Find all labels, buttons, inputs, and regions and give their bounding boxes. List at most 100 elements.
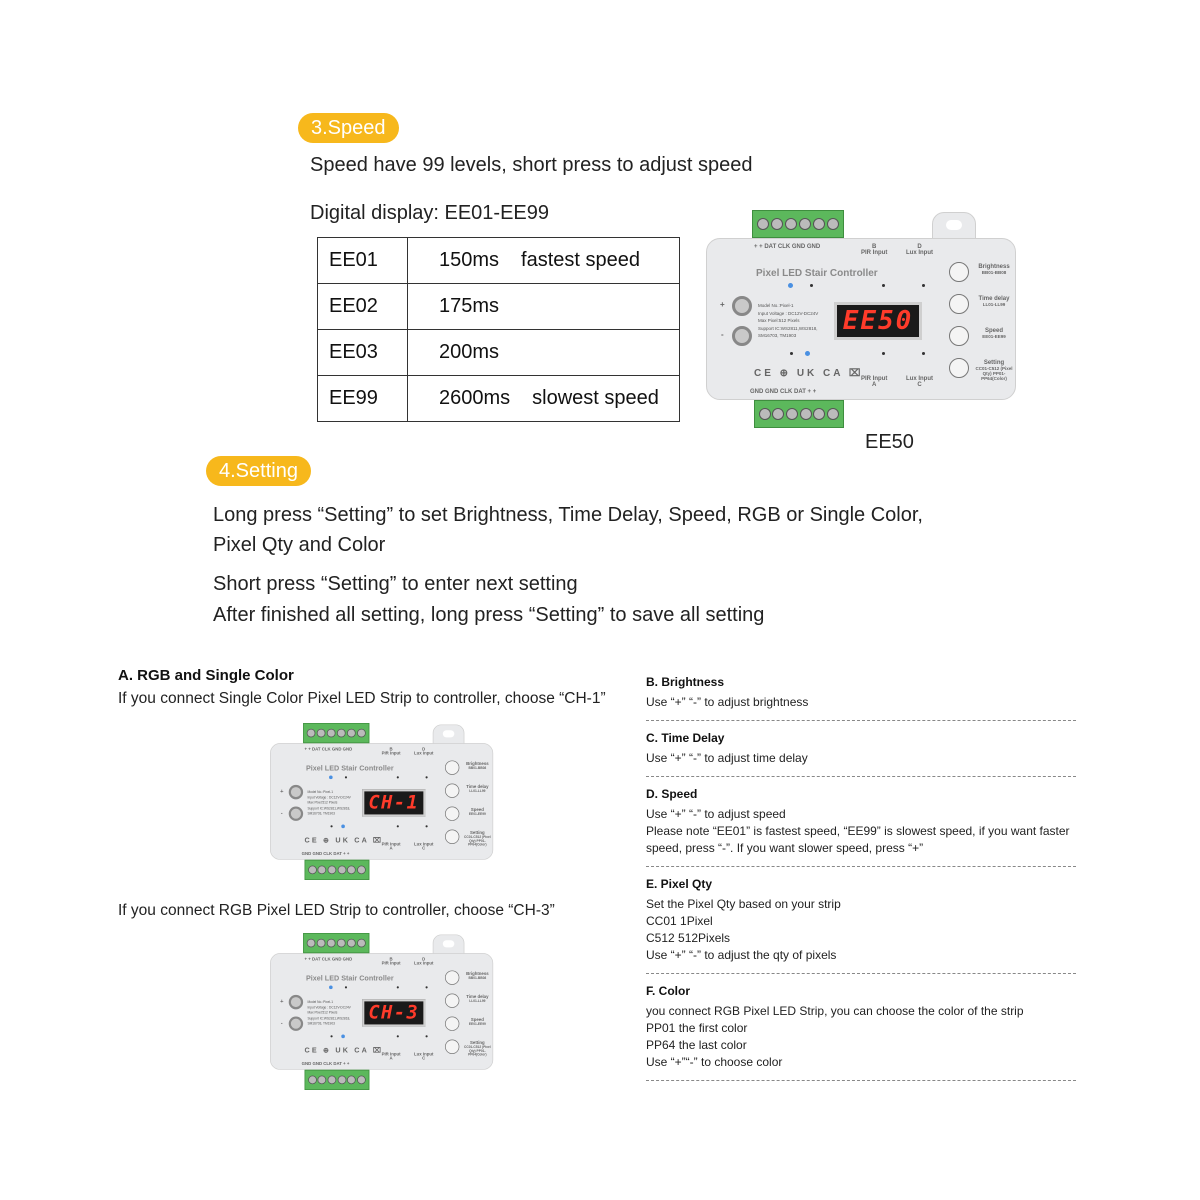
lux-d-label: D Lux Input xyxy=(414,957,434,967)
pir-a-label: PIR Input A xyxy=(381,842,401,852)
power-connector-icon xyxy=(288,994,304,1010)
top-terminal-labels: + + DAT CLK GND GND xyxy=(304,957,353,962)
dashed-divider xyxy=(646,973,1076,974)
speed-ms: 150ms xyxy=(439,249,500,271)
spec-line: SM16703, TM1903 xyxy=(307,811,335,816)
setting-section-title: E. Pixel Qty xyxy=(646,877,713,891)
pir-a-label: PIR Input A xyxy=(381,1052,401,1062)
speed-ms: 2600ms xyxy=(439,387,511,409)
top-terminal-block xyxy=(303,723,370,744)
setting-section-line: Use “+” “-” to adjust brightness xyxy=(646,695,809,709)
section-a-single: If you connect Single Color Pixel LED St… xyxy=(118,690,606,707)
digital-display: CH-1 xyxy=(362,789,426,817)
device-title: Pixel LED Stair Controller xyxy=(756,268,878,279)
spec-line: Support IC:WS2811,WS2818, xyxy=(307,1016,351,1020)
spec-line: Model No.:Pixel-1 xyxy=(758,303,794,308)
top-terminal-block xyxy=(303,933,370,954)
setting-section-line: Please note “EE01” is fastest speed, “EE… xyxy=(646,824,1070,855)
device-button-time-delay xyxy=(444,993,460,1008)
spec-line: Input Voltage : DC12V-DC24V xyxy=(758,310,819,316)
speed-value: 200ms xyxy=(407,329,680,376)
spec-line: Max Pixel:512 Pixels xyxy=(307,1010,338,1015)
spec-line: Input Voltage : DC12V-DC24V xyxy=(307,795,351,799)
device-button-brightness xyxy=(444,970,460,985)
dashed-divider xyxy=(646,720,1076,721)
section-a-rgb: If you connect RGB Pixel LED Strip to co… xyxy=(118,902,555,919)
spec-line: SM16703, TM1903 xyxy=(307,1021,335,1026)
device-button-time-delay xyxy=(949,294,969,314)
dashed-divider xyxy=(646,776,1076,777)
device-button-brightness xyxy=(949,262,969,282)
setting-section-line: Use “+” “-” to adjust the qty of pixels xyxy=(646,948,837,962)
speed-note: slowest speed xyxy=(532,387,659,409)
device-button-time-delay xyxy=(444,783,460,798)
digital-display: CH-3 xyxy=(362,999,426,1027)
power-connector-icon xyxy=(288,806,304,821)
setting-section-line: PP64 the last color xyxy=(646,1038,747,1052)
bottom-terminal-block xyxy=(304,859,370,880)
pir-b-label: B PIR Input xyxy=(381,957,401,967)
spec-line: Max Pixel:512 Pixels xyxy=(758,318,800,323)
device-button-speed xyxy=(949,326,969,346)
certification-marks: CE ⊕ UK CA ⌧ xyxy=(754,368,864,379)
device-title: Pixel LED Stair Controller xyxy=(306,764,394,773)
power-connector-icon xyxy=(732,326,752,346)
pir-a-label: PIR Input A xyxy=(861,376,888,388)
top-terminal-block xyxy=(752,210,844,238)
status-led xyxy=(788,283,793,288)
spec-line: Max Pixel:512 Pixels xyxy=(307,800,338,805)
setting-section: F. Color you connect RGB Pixel LED Strip,… xyxy=(646,984,1076,1081)
setting-section-title: D. Speed xyxy=(646,787,698,801)
lux-c-label: Lux Input C xyxy=(906,376,933,388)
speed-display-range: Digital display: EE01-EE99 xyxy=(310,202,550,224)
speed-value: 2600ms slowest speed xyxy=(407,375,680,422)
setting-section-line: you connect RGB Pixel LED Strip, you can… xyxy=(646,1004,1024,1018)
speed-badge: 3.Speed xyxy=(298,113,399,143)
bottom-terminal-labels: GND GND CLK DAT + + xyxy=(301,851,350,857)
status-led xyxy=(341,1034,345,1039)
digital-display: EE50 xyxy=(834,302,922,340)
setting-section-title: F. Color xyxy=(646,984,690,998)
speed-ms: 175ms xyxy=(439,295,500,317)
setting-badge: 4.Setting xyxy=(206,456,311,486)
bottom-terminal-labels: GND GND CLK DAT + + xyxy=(750,389,817,395)
setting-section-line: C512 512Pixels xyxy=(646,931,731,945)
dashed-divider xyxy=(646,1080,1076,1081)
speed-ms: 200ms xyxy=(439,341,500,363)
spec-line: Support IC:WS2811,WS2818, xyxy=(307,806,351,810)
lux-d-label: D Lux Input xyxy=(414,747,434,757)
certification-marks: CE ⊕ UK CA ⌧ xyxy=(304,836,384,845)
setting-line3: Short press “Setting” to enter next sett… xyxy=(213,573,578,595)
controller-device-image: + + DAT CLK GND GND GND GND CLK DAT + + … xyxy=(270,933,494,1091)
setting-section-line: Use “+” “-” to adjust time delay xyxy=(646,751,808,765)
dashed-divider xyxy=(646,866,1076,867)
device-button-brightness xyxy=(444,760,460,775)
status-led xyxy=(329,985,333,990)
bottom-terminal-block xyxy=(754,400,844,428)
lux-c-label: Lux Input C xyxy=(414,842,434,852)
power-connector-icon xyxy=(288,1016,304,1031)
device-button-setting xyxy=(444,1039,460,1054)
setting-line4: After finished all setting, long press “… xyxy=(213,604,765,626)
